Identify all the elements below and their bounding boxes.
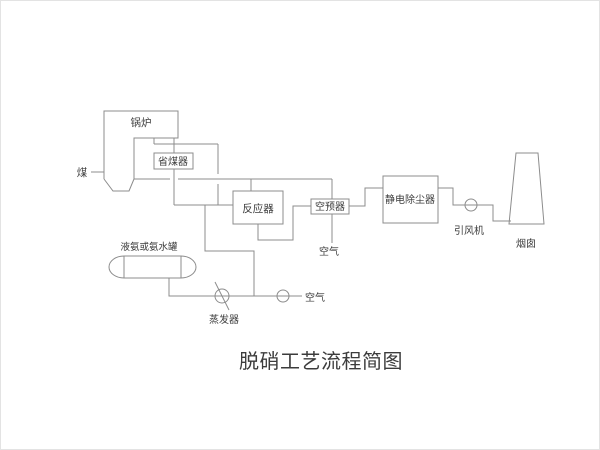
preheater-air-label: 空气 (319, 245, 339, 258)
esp: 静电除尘器 (382, 175, 439, 224)
chimney: 烟囱 (508, 152, 545, 250)
reactor-outlet-line (257, 205, 311, 241)
esp-outlet-line (438, 187, 511, 222)
coal-label: 煤 (77, 166, 88, 179)
ammonia-tank-shape (108, 255, 197, 279)
esp-box (382, 175, 439, 224)
air-preheater: 空预器 (310, 198, 350, 215)
chimney-label: 烟囱 (516, 237, 536, 250)
reactor: 反应器 (232, 190, 284, 225)
dilution-air-fan-icon (276, 289, 290, 303)
evaporator-slash (214, 281, 230, 311)
chimney-shape (508, 152, 545, 225)
economizer: 省煤器 (153, 152, 194, 170)
ammonia-air-line (168, 278, 302, 297)
induced-draft-fan-icon (464, 198, 478, 212)
ammonia-tank-label: 液氨或氨水罐 (120, 241, 178, 253)
evaporator-icon (214, 288, 230, 304)
evaporator-label: 蒸发器 (209, 313, 239, 326)
boiler-outline (103, 110, 179, 179)
air-preheater-label: 空预器 (315, 200, 345, 213)
diagram-title: 脱硝工艺流程简图 (239, 350, 403, 373)
boiler-hopper (103, 178, 135, 192)
ammonia-tank: 液氨或氨水罐 (108, 241, 197, 279)
boiler: 锅炉 (103, 110, 179, 192)
esp-label: 静电除尘器 (385, 193, 435, 206)
economizer-label: 省煤器 (158, 155, 188, 168)
induced-draft-fan-label: 引风机 (454, 224, 484, 237)
ammonia-injection-line (204, 205, 255, 296)
preheater-outlet-line (349, 187, 383, 207)
evaporator: 蒸发器 (209, 281, 239, 326)
reactor-label: 反应器 (242, 202, 274, 215)
dilution-air-label: 空气 (305, 291, 325, 304)
boiler-label: 锅炉 (131, 117, 152, 129)
boiler-outlet-duct (153, 138, 218, 153)
